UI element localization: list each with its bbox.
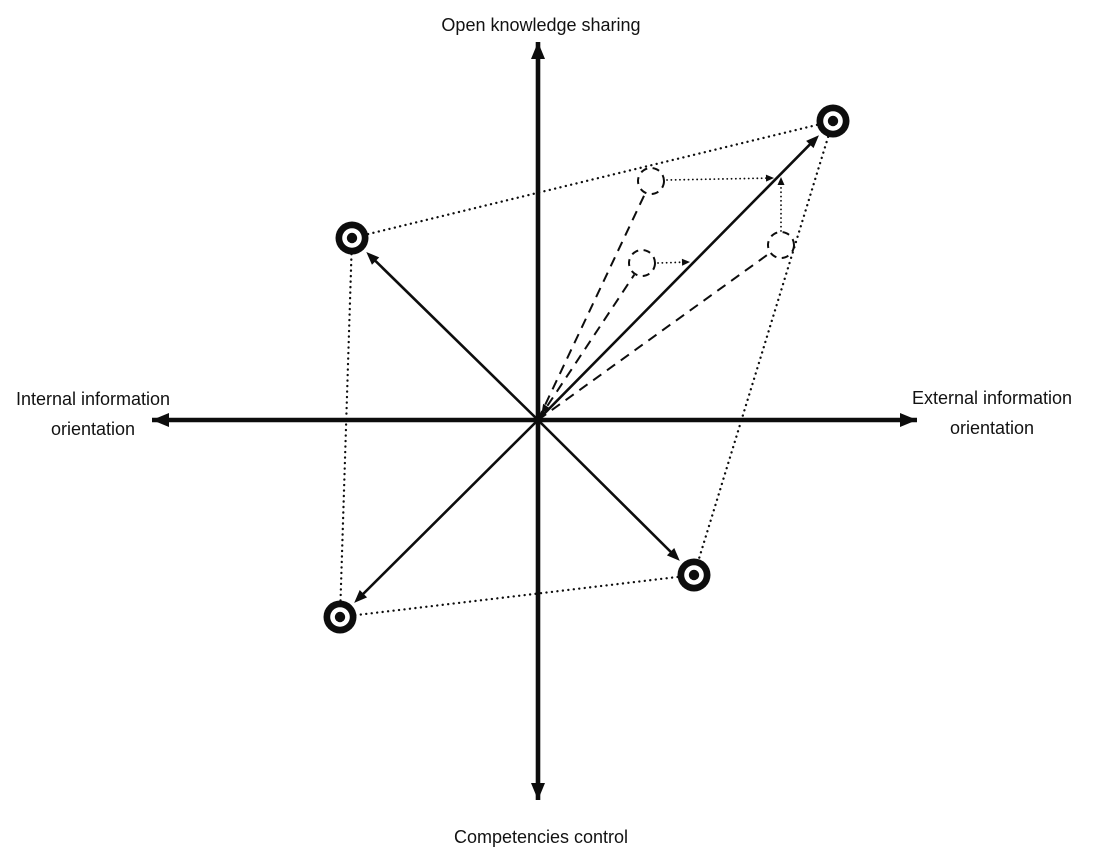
- bullseye-bottom-left-center-dot: [334, 611, 346, 623]
- bullseye-top-left-center-dot: [346, 232, 358, 244]
- axis-label-external-information-orientation: External information orientation: [912, 383, 1072, 443]
- dotted-polygon-edge: [338, 573, 696, 619]
- vertical-axis-up-arrowhead: [531, 42, 545, 59]
- dashed-radial-line-dashed-circle-right: [537, 252, 771, 421]
- dotted-polygon-edge: [350, 119, 835, 240]
- axis-label-internal-information-orientation: Internal information orientation: [16, 384, 170, 444]
- dashed-circle-right: [767, 231, 795, 259]
- dotted-polygon-edge: [692, 119, 835, 577]
- solid-arrowhead-bullseye-top-left: [366, 251, 380, 265]
- solid-arrowhead-bullseye-bottom-left: [354, 590, 368, 603]
- axis-label-open-knowledge-sharing: Open knowledge sharing: [441, 15, 641, 35]
- axis-label-internal-line1: Internal information: [15, 389, 171, 409]
- solid-arrowhead-bullseye-top-right: [806, 135, 819, 149]
- axis-label-internal-line2: orientation: [50, 419, 136, 439]
- dotted-arrow-middle-to-diagonal: [657, 261, 686, 264]
- dotted-arrow-upper-to-diagonal-head: [765, 174, 774, 182]
- horizontal-axis-left-arrowhead: [152, 413, 169, 427]
- horizontal-axis-right-arrowhead: [900, 413, 917, 427]
- dashed-radial-line-dashed-circle-middle: [537, 274, 636, 421]
- dashed-radial-line-dashed-circle-upper: [537, 193, 646, 421]
- center-convergence-arrowhead: [541, 403, 550, 414]
- dotted-arrow-middle-to-diagonal-head: [681, 258, 690, 266]
- axis-label-competencies-control: Competencies control: [453, 827, 629, 847]
- solid-arrow-to-bullseye-bottom-right: [537, 419, 676, 557]
- vertical-axis-down-arrowhead: [531, 783, 545, 800]
- axis-label-external-line2: orientation: [949, 418, 1035, 438]
- dashed-circle-middle: [628, 249, 656, 277]
- bullseye-bottom-right-center-dot: [688, 569, 700, 581]
- dashed-circle-upper: [637, 167, 665, 195]
- bullseye-top-right-center-dot: [827, 115, 839, 127]
- solid-arrow-to-bullseye-top-left: [371, 256, 539, 421]
- solid-arrowhead-bullseye-bottom-right: [666, 548, 680, 561]
- dotted-arrow-upper-to-diagonal: [666, 177, 770, 181]
- dotted-arrow-right-up-to-diagonal-head: [777, 177, 785, 185]
- solid-arrow-to-bullseye-bottom-left: [358, 419, 539, 599]
- solid-arrow-to-bullseye-top-right: [537, 140, 815, 421]
- axis-label-external-line1: External information: [911, 388, 1073, 408]
- dotted-polygon-edge: [338, 236, 354, 619]
